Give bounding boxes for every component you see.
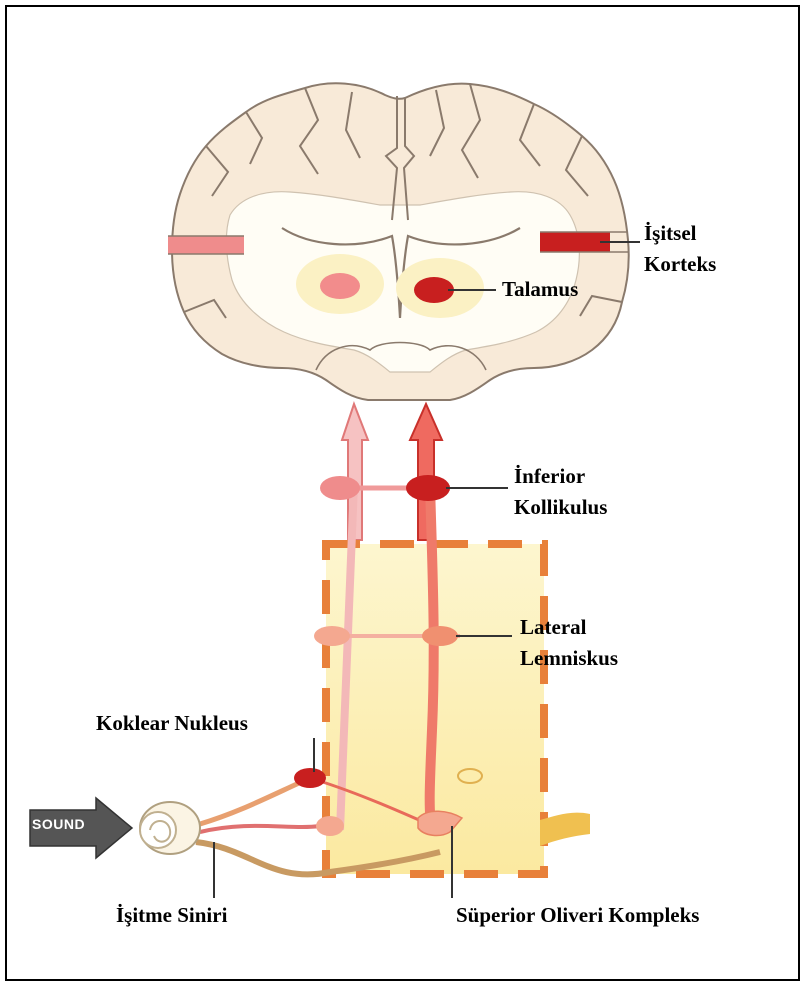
inferior-colliculus-right bbox=[406, 475, 450, 501]
label-lateral-lemniskus-line2: Lemniskus bbox=[520, 643, 618, 674]
label-isitsel-korteks-line1: İşitsel bbox=[644, 218, 716, 249]
label-isitsel-korteks-line2: Korteks bbox=[644, 249, 716, 280]
label-isitsel-korteks: İşitsel Korteks bbox=[644, 218, 716, 280]
superior-olive-left bbox=[316, 816, 344, 836]
brain-coronal-section bbox=[168, 83, 629, 400]
label-inferior-kollikulus-line1: İnferior bbox=[514, 461, 607, 492]
lateral-lemniscus-left bbox=[314, 626, 350, 646]
auditory-cortex-right bbox=[540, 232, 610, 252]
label-lateral-lemniskus-line1: Lateral bbox=[520, 612, 618, 643]
ear-cochlea-icon bbox=[140, 802, 200, 854]
label-inferior-kollikulus-line2: Kollikulus bbox=[514, 492, 607, 523]
label-isitme-siniri: İşitme Siniri bbox=[116, 900, 227, 931]
lateral-lemniscus-right bbox=[422, 626, 458, 646]
inferior-colliculus-left bbox=[320, 476, 360, 500]
label-lateral-lemniskus: Lateral Lemniskus bbox=[520, 612, 618, 674]
cochlear-nucleus bbox=[294, 768, 326, 788]
sound-label: SOUND bbox=[32, 816, 85, 832]
label-talamus: Talamus bbox=[502, 274, 578, 305]
label-koklear-nukleus: Koklear Nukleus bbox=[96, 708, 248, 739]
auditory-cortex-left bbox=[168, 236, 244, 254]
label-superior-oliveri-kompleks: Süperior Oliveri Kompleks bbox=[456, 900, 699, 931]
thalamus-left bbox=[320, 273, 360, 299]
label-inferior-kollikulus: İnferior Kollikulus bbox=[514, 461, 607, 523]
